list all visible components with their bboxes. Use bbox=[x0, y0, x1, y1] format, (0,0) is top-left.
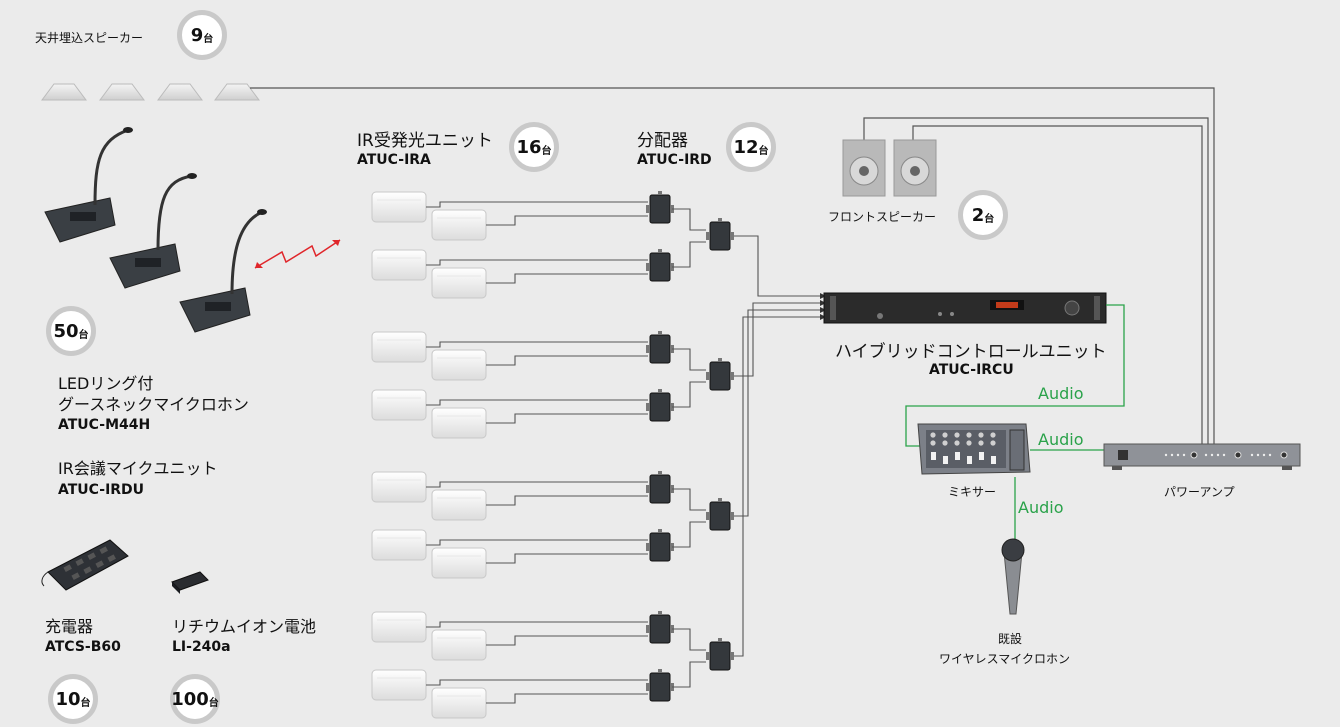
ir-unit-model: ATUC-IRA bbox=[357, 152, 431, 168]
ir-unit bbox=[371, 669, 427, 701]
ir-unit bbox=[371, 471, 427, 503]
mixer-fader bbox=[991, 456, 996, 464]
mic-label-line2: グースネックマイクロホン bbox=[58, 395, 249, 414]
mixer-label: ミキサー bbox=[948, 485, 997, 499]
ir-network bbox=[371, 191, 826, 719]
distributor bbox=[649, 672, 671, 702]
distributor bbox=[649, 614, 671, 644]
ir-unit bbox=[431, 629, 487, 661]
mixer-knob bbox=[978, 440, 984, 446]
mixer-fader bbox=[955, 452, 960, 460]
mixer-fader bbox=[943, 456, 948, 464]
mixer-knob bbox=[990, 440, 996, 446]
distributor-label: 分配器 bbox=[637, 131, 688, 151]
mixer-knob bbox=[930, 440, 936, 446]
distributor bbox=[709, 361, 731, 391]
charger-device bbox=[41, 539, 129, 591]
charger-label: 充電器 bbox=[45, 617, 94, 636]
ceiling-speaker-label: 天井埋込スピーカー bbox=[35, 31, 144, 45]
control-unit-label: ハイブリッドコントロールユニット bbox=[835, 342, 1107, 362]
mic-unit-label: IR会議マイクユニット bbox=[58, 459, 218, 478]
ir-unit-label: IR受発光ユニット bbox=[357, 131, 493, 151]
audio-label-2: Audio bbox=[1038, 430, 1084, 449]
ir-unit bbox=[431, 407, 487, 439]
control-unit-device bbox=[823, 292, 1107, 324]
ir-unit bbox=[431, 489, 487, 521]
battery-device bbox=[171, 571, 209, 594]
front-speakers bbox=[842, 139, 937, 197]
distributor bbox=[649, 194, 671, 224]
battery-label: リチウムイオン電池 bbox=[172, 617, 317, 636]
mixer-knob bbox=[942, 432, 948, 438]
front-speaker-label: フロントスピーカー bbox=[828, 210, 937, 224]
ir-unit bbox=[371, 249, 427, 281]
ir-unit bbox=[431, 547, 487, 579]
power-amp-device bbox=[1103, 443, 1301, 470]
mixer-knob bbox=[954, 432, 960, 438]
wireless-mic-label-2: ワイヤレスマイクロホン bbox=[939, 652, 1071, 666]
mixer-knob bbox=[978, 432, 984, 438]
ir-unit bbox=[431, 687, 487, 719]
distributor bbox=[649, 334, 671, 364]
ir-unit bbox=[431, 267, 487, 299]
distributor bbox=[649, 532, 671, 562]
wireless-mic-device bbox=[1001, 538, 1025, 615]
ir-unit bbox=[371, 529, 427, 561]
mixer-knob bbox=[942, 440, 948, 446]
distributor bbox=[709, 641, 731, 671]
audio-label-1: Audio bbox=[1038, 384, 1084, 403]
ceiling-speakers bbox=[41, 83, 260, 101]
audio-label-3: Audio bbox=[1018, 498, 1064, 517]
wireless-mic-label-1: 既設 bbox=[998, 632, 1023, 646]
mixer-fader bbox=[979, 452, 984, 460]
mixer-knob bbox=[966, 432, 972, 438]
audio-wires bbox=[905, 304, 1125, 540]
distributor-model: ATUC-IRD bbox=[637, 152, 712, 168]
ir-unit bbox=[371, 331, 427, 363]
charger-model: ATCS-B60 bbox=[45, 639, 121, 655]
distributor bbox=[649, 392, 671, 422]
mixer-fader bbox=[931, 452, 936, 460]
distributor bbox=[709, 221, 731, 251]
mic-unit-model: ATUC-IRDU bbox=[58, 482, 145, 498]
distributor bbox=[649, 252, 671, 282]
control-unit-model: ATUC-IRCU bbox=[929, 362, 1014, 378]
mixer-knob bbox=[930, 432, 936, 438]
ir-signal-arrow bbox=[254, 239, 341, 269]
gooseneck-mics bbox=[44, 127, 267, 333]
distributor bbox=[709, 501, 731, 531]
mic-model: ATUC-M44H bbox=[58, 417, 151, 433]
ir-unit bbox=[371, 191, 427, 223]
ir-unit bbox=[371, 389, 427, 421]
mixer-knob bbox=[966, 440, 972, 446]
ir-unit bbox=[431, 209, 487, 241]
mixer-fader bbox=[967, 456, 972, 464]
mic-label-line1: LEDリング付 bbox=[58, 374, 154, 393]
battery-model: LI-240a bbox=[172, 639, 231, 655]
distributor bbox=[649, 474, 671, 504]
speaker-wires bbox=[250, 87, 1215, 446]
ir-unit bbox=[371, 611, 427, 643]
mixer-device bbox=[917, 423, 1031, 475]
mixer-knob bbox=[954, 440, 960, 446]
amp-label: パワーアンプ bbox=[1164, 485, 1235, 499]
mixer-knob bbox=[990, 432, 996, 438]
ir-unit bbox=[431, 349, 487, 381]
